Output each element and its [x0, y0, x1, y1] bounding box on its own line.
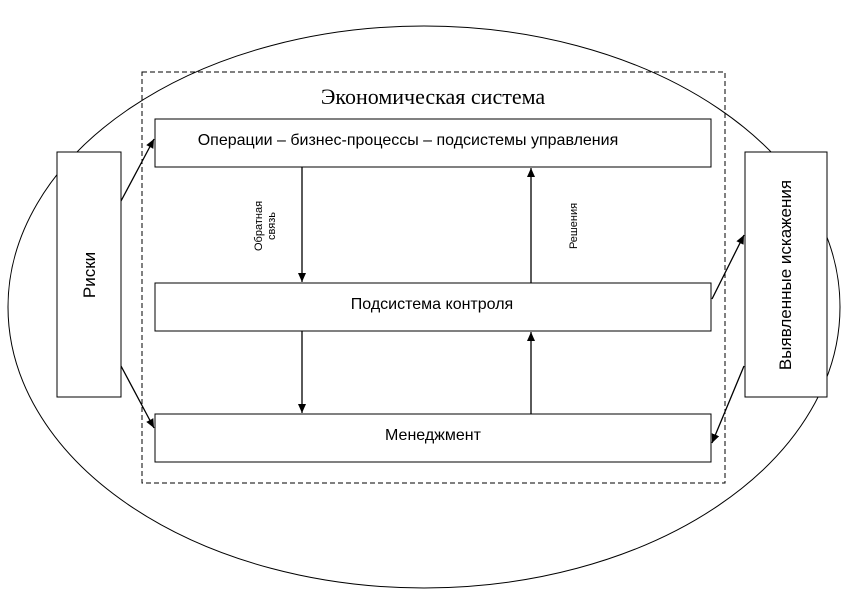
operations-box — [154, 118, 712, 168]
control-to-distortions-arrow — [711, 234, 745, 300]
operations-label: Операции – бизнес-процессы – подсистемы … — [198, 132, 619, 149]
control-box — [154, 282, 712, 332]
management-box — [154, 413, 712, 463]
feedback-label-line2: связь — [266, 212, 278, 240]
distortions-box — [744, 151, 828, 398]
risks-to-operations-arrow — [120, 138, 155, 202]
system-boundary — [141, 71, 726, 484]
distortions-to-management-arrow — [711, 365, 745, 444]
risks-label: Риски — [80, 252, 99, 298]
system-title: Экономическая система — [321, 84, 545, 109]
decisions-label: Решения — [568, 203, 580, 249]
distortions-label: Выявленные искажения — [776, 180, 795, 370]
feedback-label-line1: Обратная — [253, 201, 265, 251]
control-label: Подсистема контроля — [351, 296, 513, 313]
management-label: Менеджмент — [385, 427, 482, 444]
environment-ellipse — [7, 25, 841, 589]
risks-box — [56, 151, 122, 398]
risks-to-management-arrow — [120, 365, 155, 429]
